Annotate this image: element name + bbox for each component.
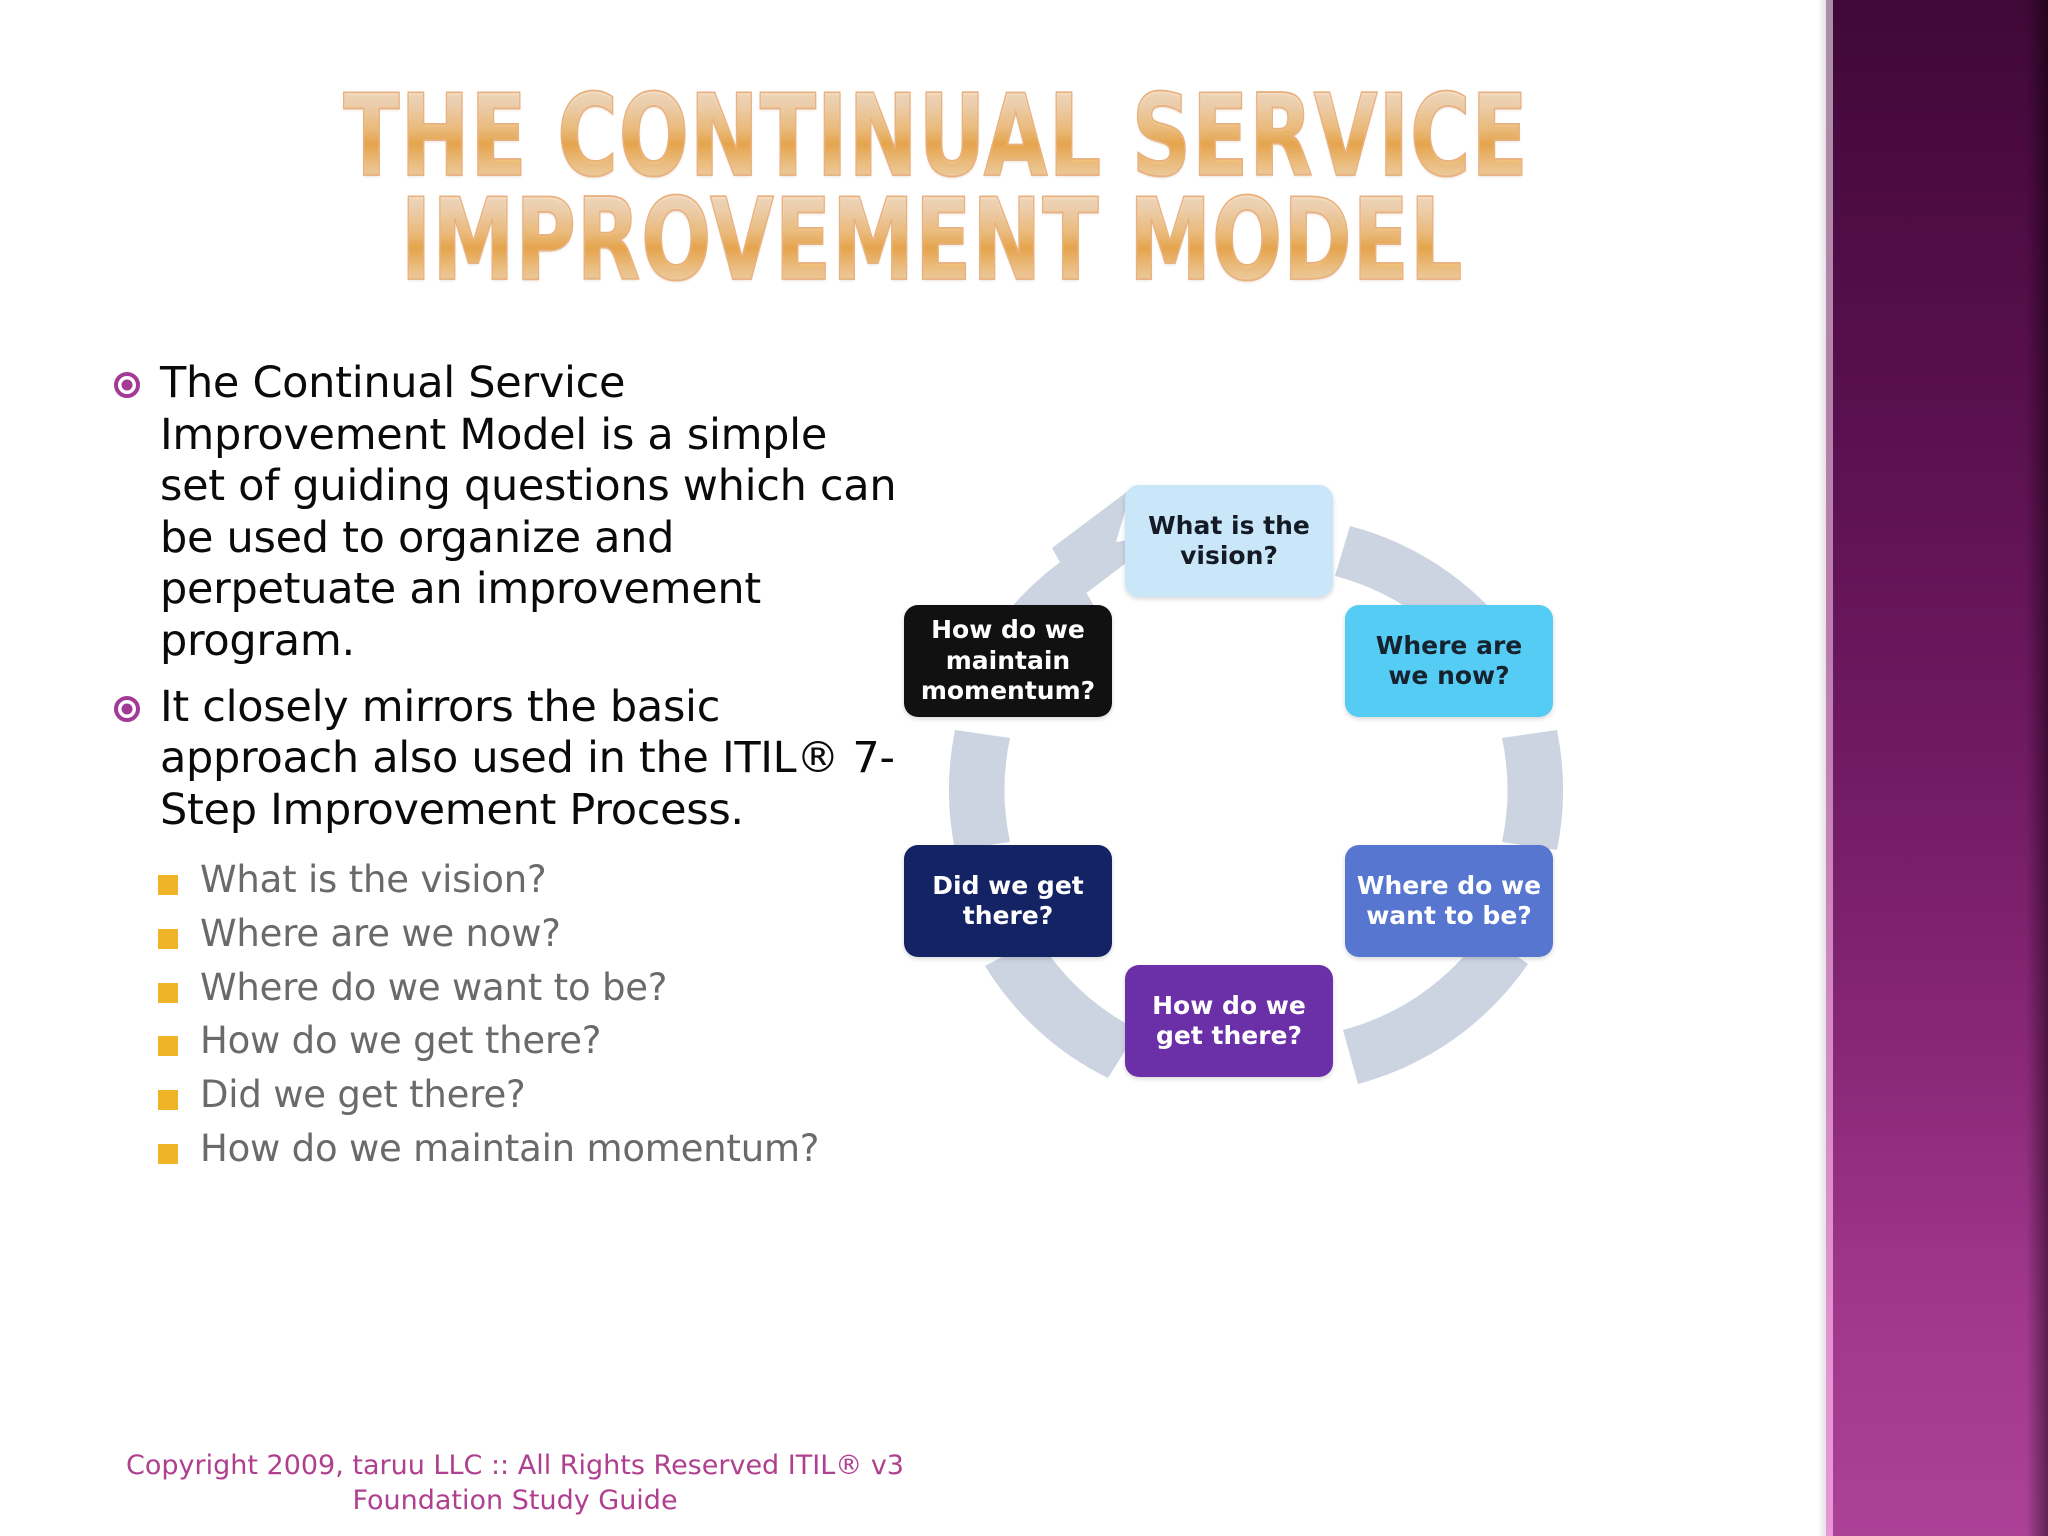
bullet-item-2: It closely mirrors the basic approach al… [110, 682, 900, 837]
copyright-footer: Copyright 2009, taruu LLC :: All Rights … [110, 1448, 920, 1518]
right-band-outer-shadow [2026, 0, 2048, 1536]
bullet-item-1-text: The Continual Service Improvement Model … [160, 358, 897, 666]
ring-bullet-icon [110, 695, 144, 722]
arrow-segment-did-to-maintain [948, 730, 1010, 850]
copyright-line-2: Foundation Study Guide [352, 1485, 678, 1517]
square-bullet-icon [158, 1143, 178, 1164]
cycle-node-how-do-we-maintain-momentum[interactable]: How do we maintain momentum? [904, 605, 1112, 717]
arrow-segment-now-to-want [1502, 730, 1564, 850]
sub-bullet-text: How do we get there? [200, 1019, 602, 1063]
sub-bullet-text: What is the vision? [200, 858, 547, 902]
body-text-column: The Continual Service Improvement Model … [110, 358, 900, 1180]
arrow-segment-want-to-get [1343, 932, 1528, 1084]
arrow-head-icon [1052, 488, 1164, 598]
page-title-line-1: The Continual Service [214, 77, 1659, 195]
sub-bullet-item: Did we get there? [158, 1073, 900, 1117]
cycle-node-how-do-we-get-there[interactable]: How do we get there? [1125, 965, 1333, 1077]
sub-bullet-text: Where are we now? [200, 912, 561, 955]
sub-bullet-item: How do we get there? [158, 1019, 900, 1063]
sub-bullet-text: Did we get there? [200, 1072, 526, 1116]
csi-cycle-diagram: What is the vision? Where are we now? Wh… [880, 430, 1780, 1280]
sub-bullet-text: How do we maintain momentum? [200, 1126, 820, 1170]
square-bullet-icon [158, 875, 178, 896]
sub-bullet-item: Where do we want to be? [158, 966, 900, 1010]
right-band-inner-shadow [1818, 0, 1827, 1536]
arrow-segment-get-to-did [985, 938, 1138, 1078]
cycle-node-did-we-get-there[interactable]: Did we get there? [904, 845, 1112, 957]
bullet-item-1: The Continual Service Improvement Model … [110, 358, 900, 668]
right-decorative-band [1826, 0, 2048, 1536]
sub-bullet-list: What is the vision? Where are we now? Wh… [158, 858, 900, 1170]
cycle-node-where-are-we-now[interactable]: Where are we now? [1345, 605, 1553, 717]
square-bullet-icon [158, 929, 178, 949]
sub-bullet-text: Where do we want to be? [200, 965, 668, 1009]
sub-bullet-item: How do we maintain momentum? [158, 1127, 900, 1171]
bullet-item-2-text: It closely mirrors the basic approach al… [160, 681, 895, 835]
sub-bullet-item: What is the vision? [158, 858, 900, 902]
square-bullet-icon [158, 982, 178, 1003]
page-title-line-2: Improvement Model [206, 181, 1658, 299]
cycle-node-vision[interactable]: What is the vision? [1125, 485, 1333, 597]
ring-bullet-icon [110, 372, 144, 398]
square-bullet-icon [158, 1089, 178, 1110]
copyright-line-1: Copyright 2009, taruu LLC :: All Rights … [126, 1450, 904, 1481]
square-bullet-icon [158, 1036, 178, 1057]
page-title: The Continual Service Improvement Model [96, 77, 1776, 298]
right-band-highlight-edge [1826, 0, 1833, 1536]
cycle-node-where-do-we-want-to-be[interactable]: Where do we want to be? [1345, 845, 1553, 957]
sub-bullet-item: Where are we now? [158, 912, 900, 956]
